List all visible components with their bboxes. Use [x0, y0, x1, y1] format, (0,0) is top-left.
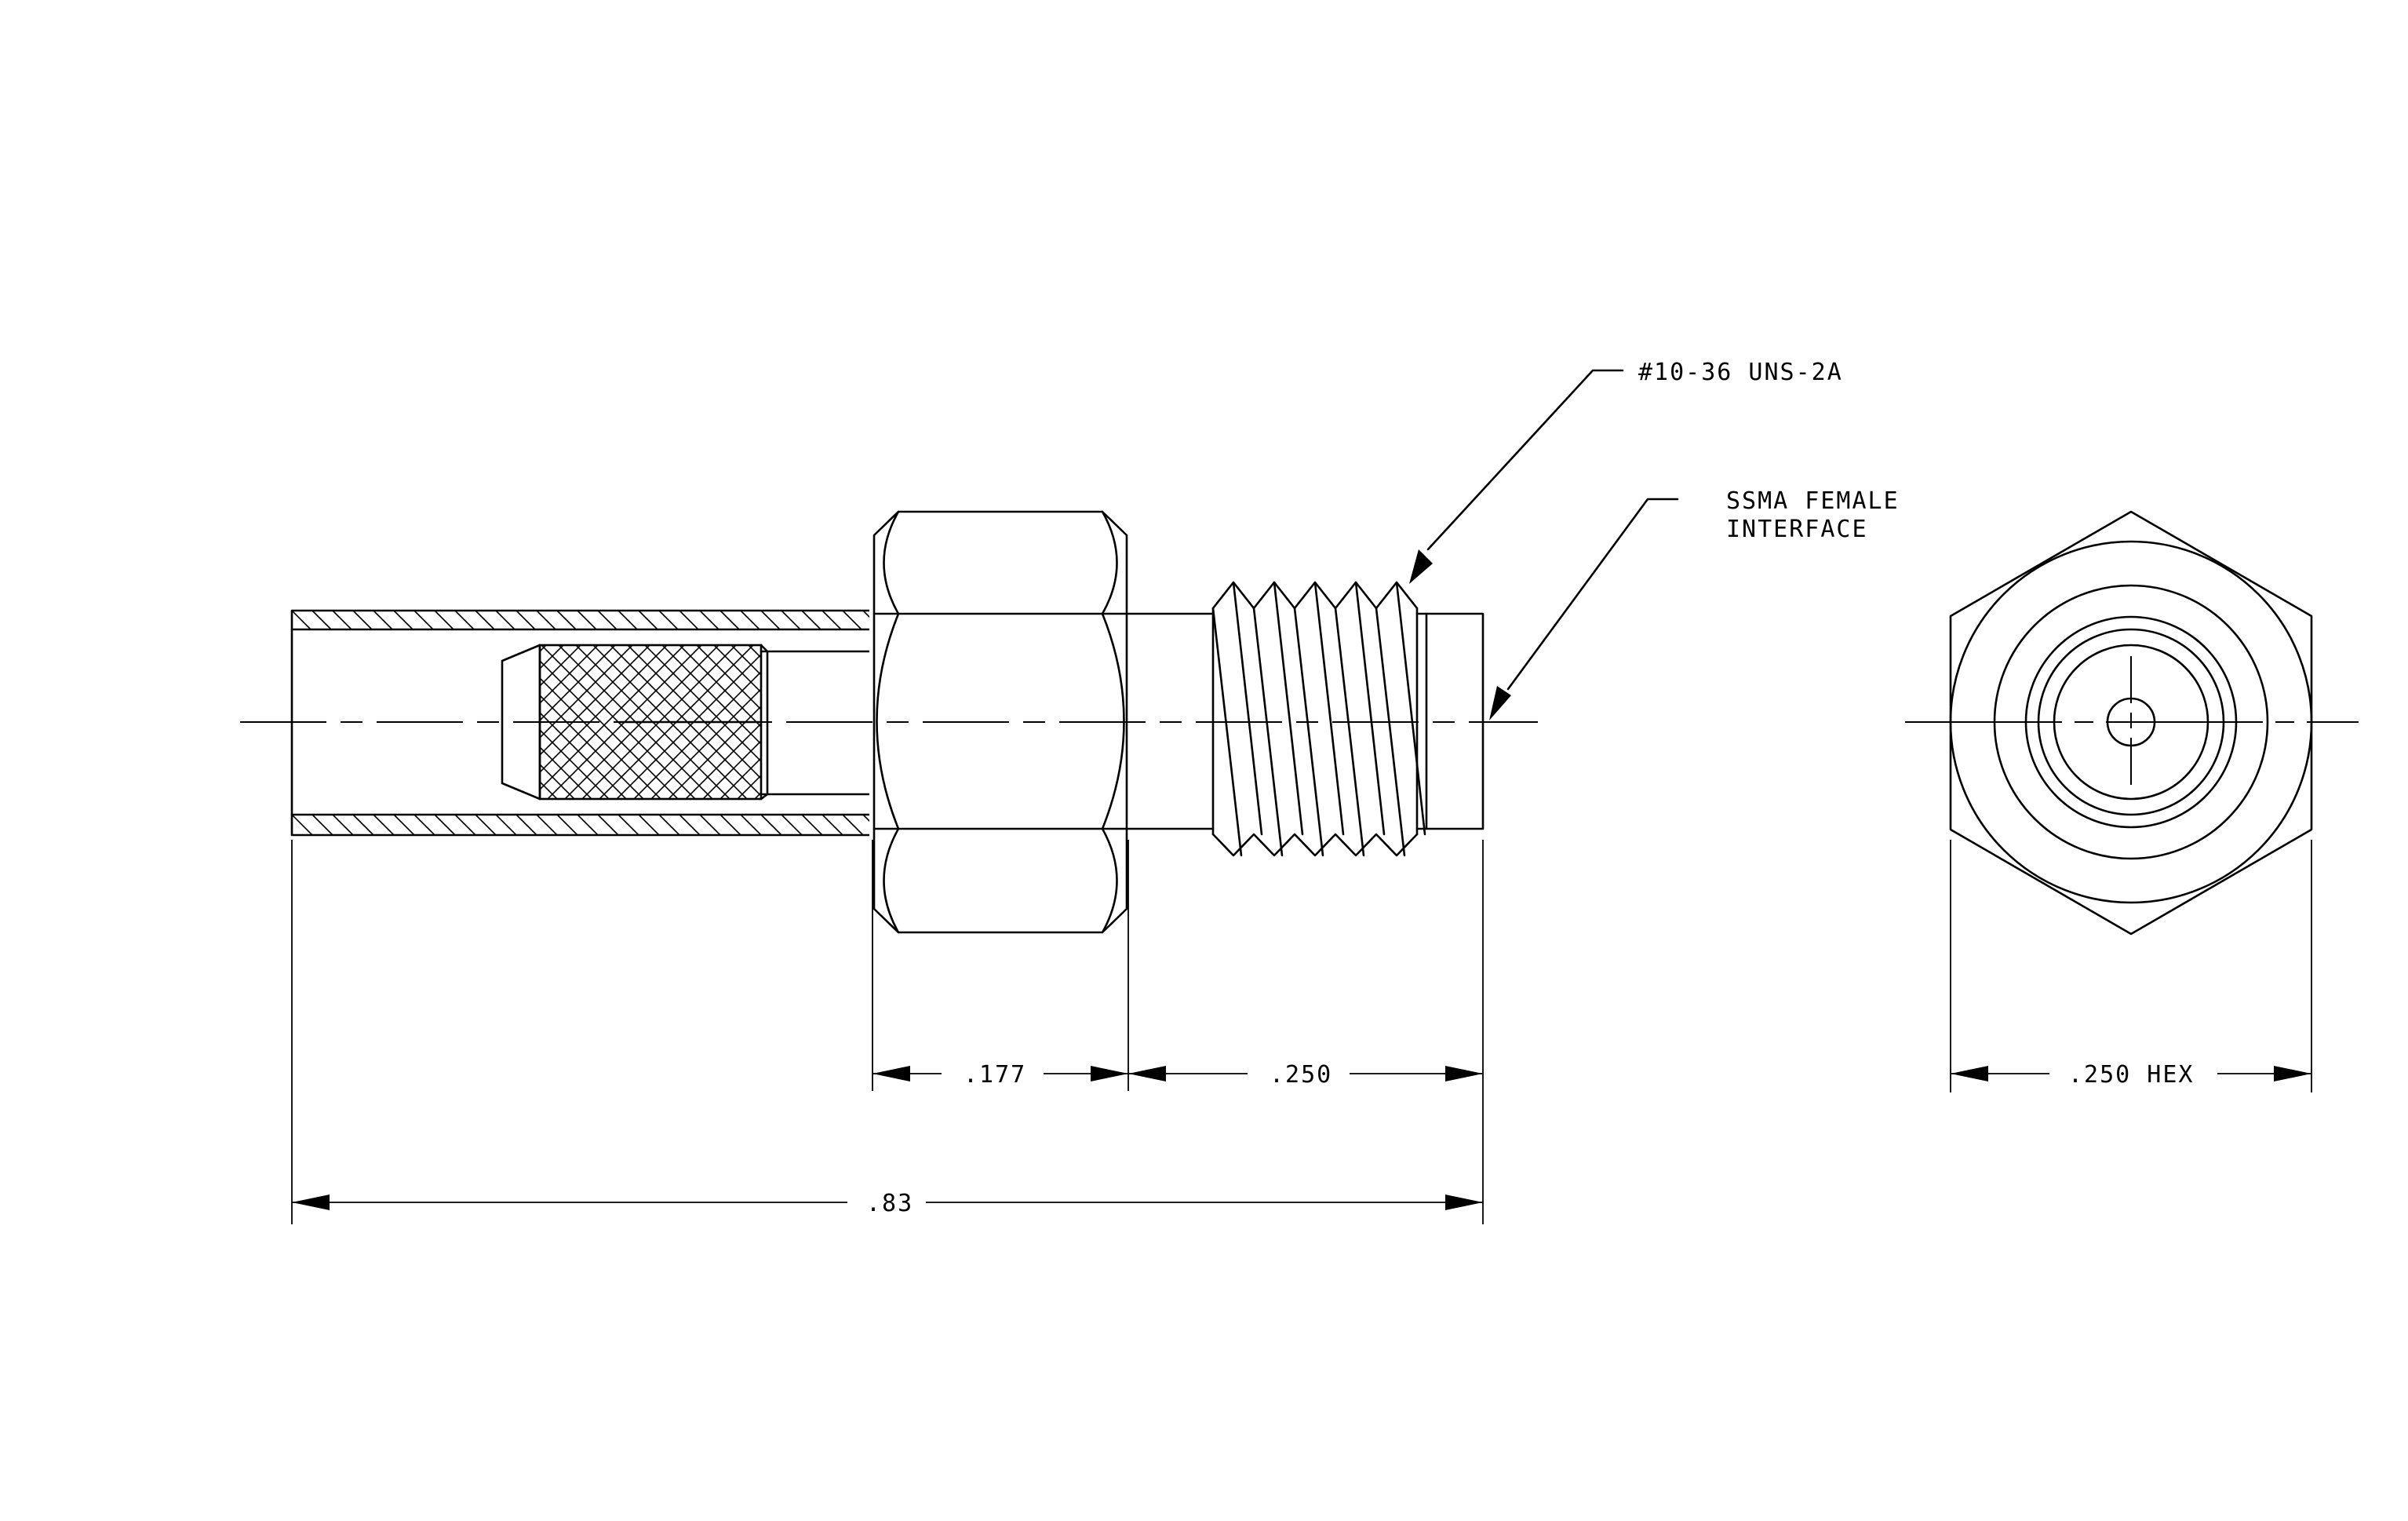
interface-callout: SSMA FEMALE INTERFACE: [1489, 487, 1900, 720]
hex-outline: [1949, 510, 2313, 936]
dimension-thread-length: .250: [1128, 840, 1484, 1224]
thread-callout: #10-36 UNS-2A: [1409, 359, 1843, 584]
tube-bottom-hatch: [292, 815, 872, 835]
dim-hex-size-label: .250 HEX: [2068, 1061, 2195, 1089]
side-view: [240, 507, 1538, 937]
thread-section: [1211, 581, 1426, 857]
dim-thread-length-label: .250: [1270, 1061, 1332, 1089]
dimension-overall-length: .83: [291, 840, 1483, 1224]
interface-callout-line1: SSMA FEMALE: [1726, 487, 1900, 515]
end-view: [1905, 510, 2359, 936]
tube-top-hatch: [292, 611, 872, 629]
thread-callout-label: #10-36 UNS-2A: [1638, 359, 1843, 386]
dimension-hex-length: .177: [872, 840, 1129, 1091]
dim-hex-length-label: .177: [964, 1061, 1026, 1089]
neck: [1127, 612, 1215, 830]
interface-callout-line2: INTERFACE: [1726, 516, 1868, 543]
dimension-hex-size: .250 HEX: [1950, 840, 2312, 1092]
dim-overall-length-label: .83: [866, 1190, 913, 1217]
